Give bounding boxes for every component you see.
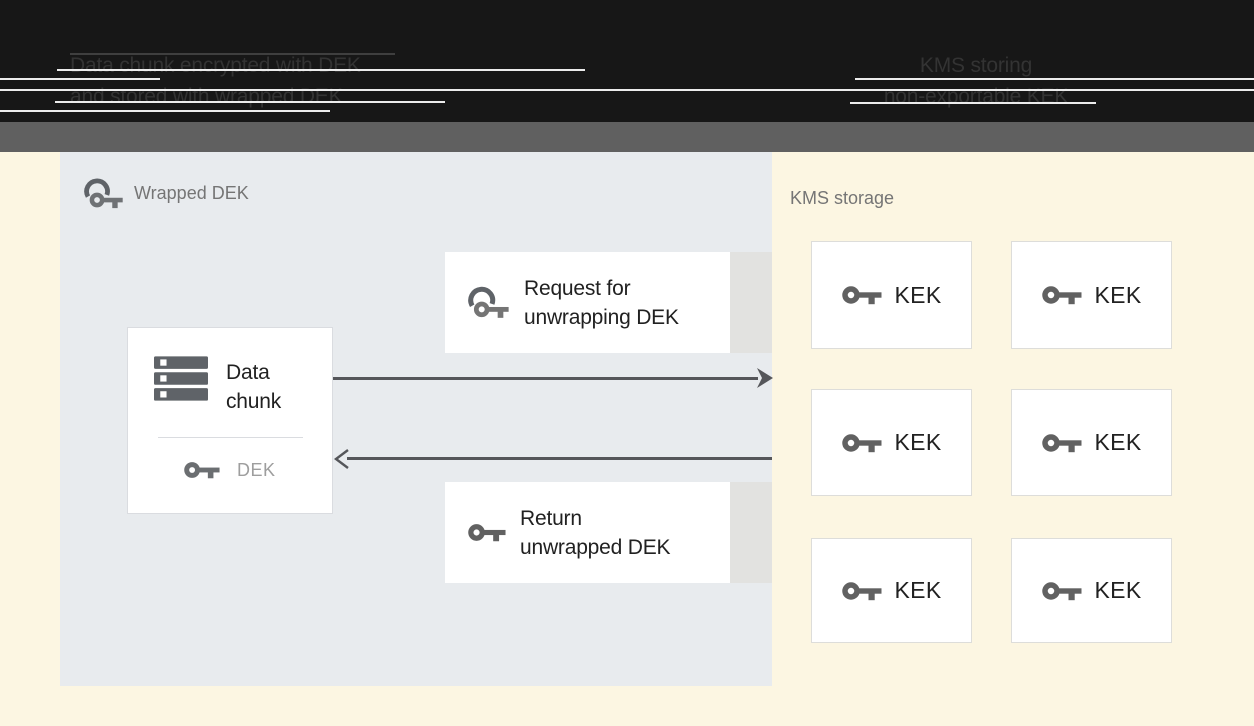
glitch-line	[0, 110, 330, 112]
kek-label: KEK	[894, 429, 942, 455]
key-icon	[184, 458, 220, 482]
header-band: Data chunk encrypted with DEK and stored…	[0, 0, 1254, 122]
kek-label: KEK	[1094, 429, 1142, 455]
request-arrow-line	[333, 377, 758, 380]
kek-label: KEK	[894, 577, 942, 603]
wrapped-key-icon	[84, 176, 124, 211]
wrapped-key-icon	[468, 284, 510, 321]
kms-storage-label-text: KMS storage	[790, 188, 895, 208]
request-line1: Request for	[524, 276, 631, 300]
glitch-line	[0, 89, 1254, 91]
arrow-left-head	[334, 449, 349, 469]
key-icon	[842, 430, 882, 456]
kek-label: KEK	[1094, 281, 1142, 308]
arrow-right-head	[757, 368, 773, 388]
kek-box: KEK	[1011, 241, 1172, 349]
data-chunk-box: Data chunk DEK	[127, 327, 333, 514]
glitch-line	[57, 69, 585, 71]
wrapped-dek-label: Wrapped DEK	[84, 176, 249, 211]
key-icon	[1042, 282, 1082, 308]
caption-kms-line2: non-exportable KEK	[883, 85, 1069, 108]
key-icon	[468, 520, 506, 545]
data-chunk-line1: Data	[226, 361, 270, 384]
glitch-line	[850, 102, 1096, 104]
request-box-strip	[730, 252, 772, 353]
dek-label: DEK	[237, 459, 276, 480]
kek-box: KEK	[811, 241, 972, 349]
key-icon	[842, 282, 882, 308]
gray-divider-band	[0, 122, 1254, 152]
glitch-line	[855, 78, 1254, 80]
kek-box: KEK	[811, 538, 972, 643]
caption-data-chunk-line2: and stored with wrapped DEK	[70, 85, 343, 108]
key-icon	[1042, 578, 1082, 604]
data-chunk-divider	[158, 437, 303, 438]
data-chunk-text: Data chunk	[226, 356, 281, 416]
key-icon	[1042, 430, 1082, 456]
wrapped-dek-label-text: Wrapped DEK	[134, 183, 249, 203]
request-line2: unwrapping DEK	[524, 305, 679, 329]
glitch-line	[55, 101, 445, 103]
request-unwrap-box: Request for unwrapping DEK	[445, 252, 730, 353]
data-chunk-row: Data chunk	[154, 356, 281, 416]
caption-data-chunk-line1: Data chunk encrypted with DEK	[70, 54, 361, 77]
return-arrow-line	[347, 457, 772, 460]
data-chunk-stack-icon	[154, 356, 208, 401]
return-box-strip	[730, 482, 772, 583]
data-chunk-line2: chunk	[226, 390, 282, 413]
return-unwrapped-box: Return unwrapped DEK	[445, 482, 730, 583]
glitch-line	[70, 53, 395, 55]
return-line2: unwrapped DEK	[520, 535, 671, 559]
caption-kms-line1: KMS storing	[919, 54, 1033, 77]
key-icon	[842, 578, 882, 604]
kek-label: KEK	[1094, 577, 1142, 603]
return-line1: Return	[520, 506, 582, 530]
kek-box: KEK	[811, 389, 972, 496]
dek-row: DEK	[184, 458, 276, 482]
kek-box: KEK	[1011, 538, 1172, 643]
return-unwrapped-text: Return unwrapped DEK	[520, 504, 671, 562]
kek-label: KEK	[894, 281, 942, 308]
kek-box: KEK	[1011, 389, 1172, 496]
request-unwrap-text: Request for unwrapping DEK	[524, 274, 679, 332]
kms-storage-label: KMS storage	[790, 188, 894, 209]
glitch-line	[0, 78, 160, 80]
